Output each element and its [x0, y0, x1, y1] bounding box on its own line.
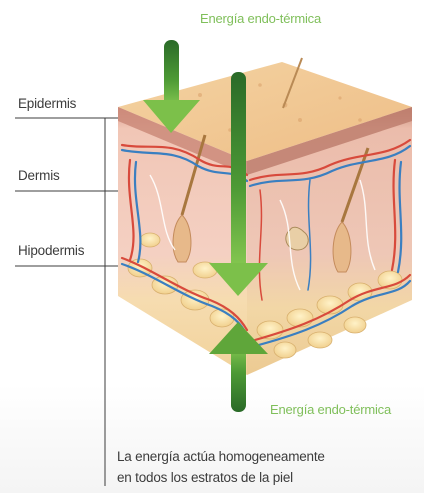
layer-label-hipodermis: Hipodermis	[18, 243, 84, 258]
energy-label-top: Energía endo-térmica	[200, 11, 321, 26]
caption-line-2: en todos los estratos de la piel	[117, 467, 325, 488]
caption: La energía actúa homogeneamente en todos…	[117, 446, 325, 488]
caption-line-1: La energía actúa homogeneamente	[117, 446, 325, 467]
layer-label-epidermis: Epidermis	[18, 96, 76, 111]
layer-label-dermis: Dermis	[18, 168, 60, 183]
energy-label-bottom: Energía endo-térmica	[270, 402, 391, 417]
